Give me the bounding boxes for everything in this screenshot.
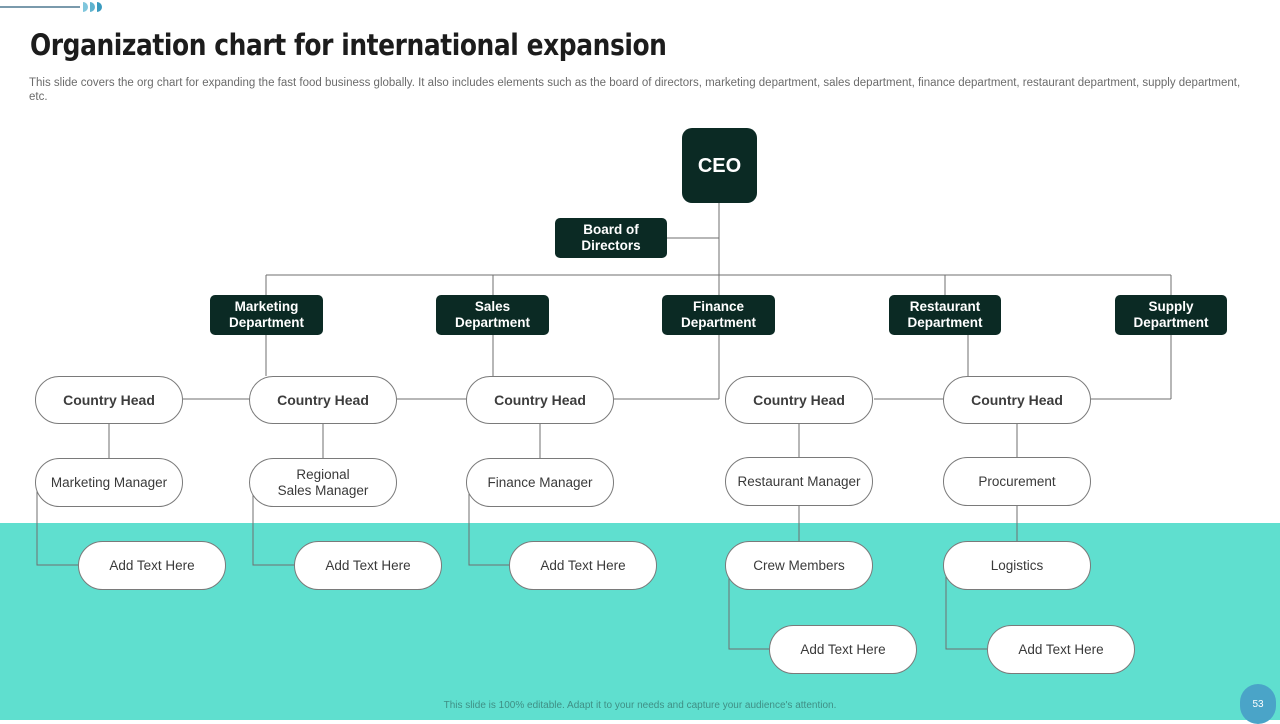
finance-manager-node: Finance Manager <box>466 458 614 507</box>
marketing-manager-node: Marketing Manager <box>35 458 183 507</box>
procurement-node: Procurement <box>943 457 1091 506</box>
country-head-supply: Country Head <box>943 376 1091 424</box>
add-text-node-supply: Add Text Here <box>987 625 1135 674</box>
finance-department-box: Finance Department <box>662 295 775 335</box>
crew-members-node: Crew Members <box>725 541 873 590</box>
restaurant-department-box: Restaurant Department <box>889 295 1001 335</box>
add-text-node-sales: Add Text Here <box>294 541 442 590</box>
country-head-sales: Country Head <box>249 376 397 424</box>
page-title: Organization chart for international exp… <box>30 28 667 62</box>
add-text-node-restaurant: Add Text Here <box>769 625 917 674</box>
supply-department-box: Supply Department <box>1115 295 1227 335</box>
header-decoration <box>0 2 102 12</box>
regional-sales-manager-node: Regional Sales Manager <box>249 458 397 507</box>
restaurant-manager-node: Restaurant Manager <box>725 457 873 506</box>
ceo-box: CEO <box>682 128 757 203</box>
country-head-restaurant: Country Head <box>725 376 873 424</box>
page-subtitle: This slide covers the org chart for expa… <box>29 77 1241 103</box>
country-head-marketing: Country Head <box>35 376 183 424</box>
country-head-finance: Country Head <box>466 376 614 424</box>
page-number-badge: 53 <box>1240 684 1276 724</box>
marketing-department-box: Marketing Department <box>210 295 323 335</box>
footer-note: This slide is 100% editable. Adapt it to… <box>443 700 837 711</box>
logistics-node: Logistics <box>943 541 1091 590</box>
add-text-node-finance: Add Text Here <box>509 541 657 590</box>
sales-department-box: Sales Department <box>436 295 549 335</box>
add-text-node-marketing: Add Text Here <box>78 541 226 590</box>
board-of-directors-box: Board of Directors <box>555 218 667 258</box>
